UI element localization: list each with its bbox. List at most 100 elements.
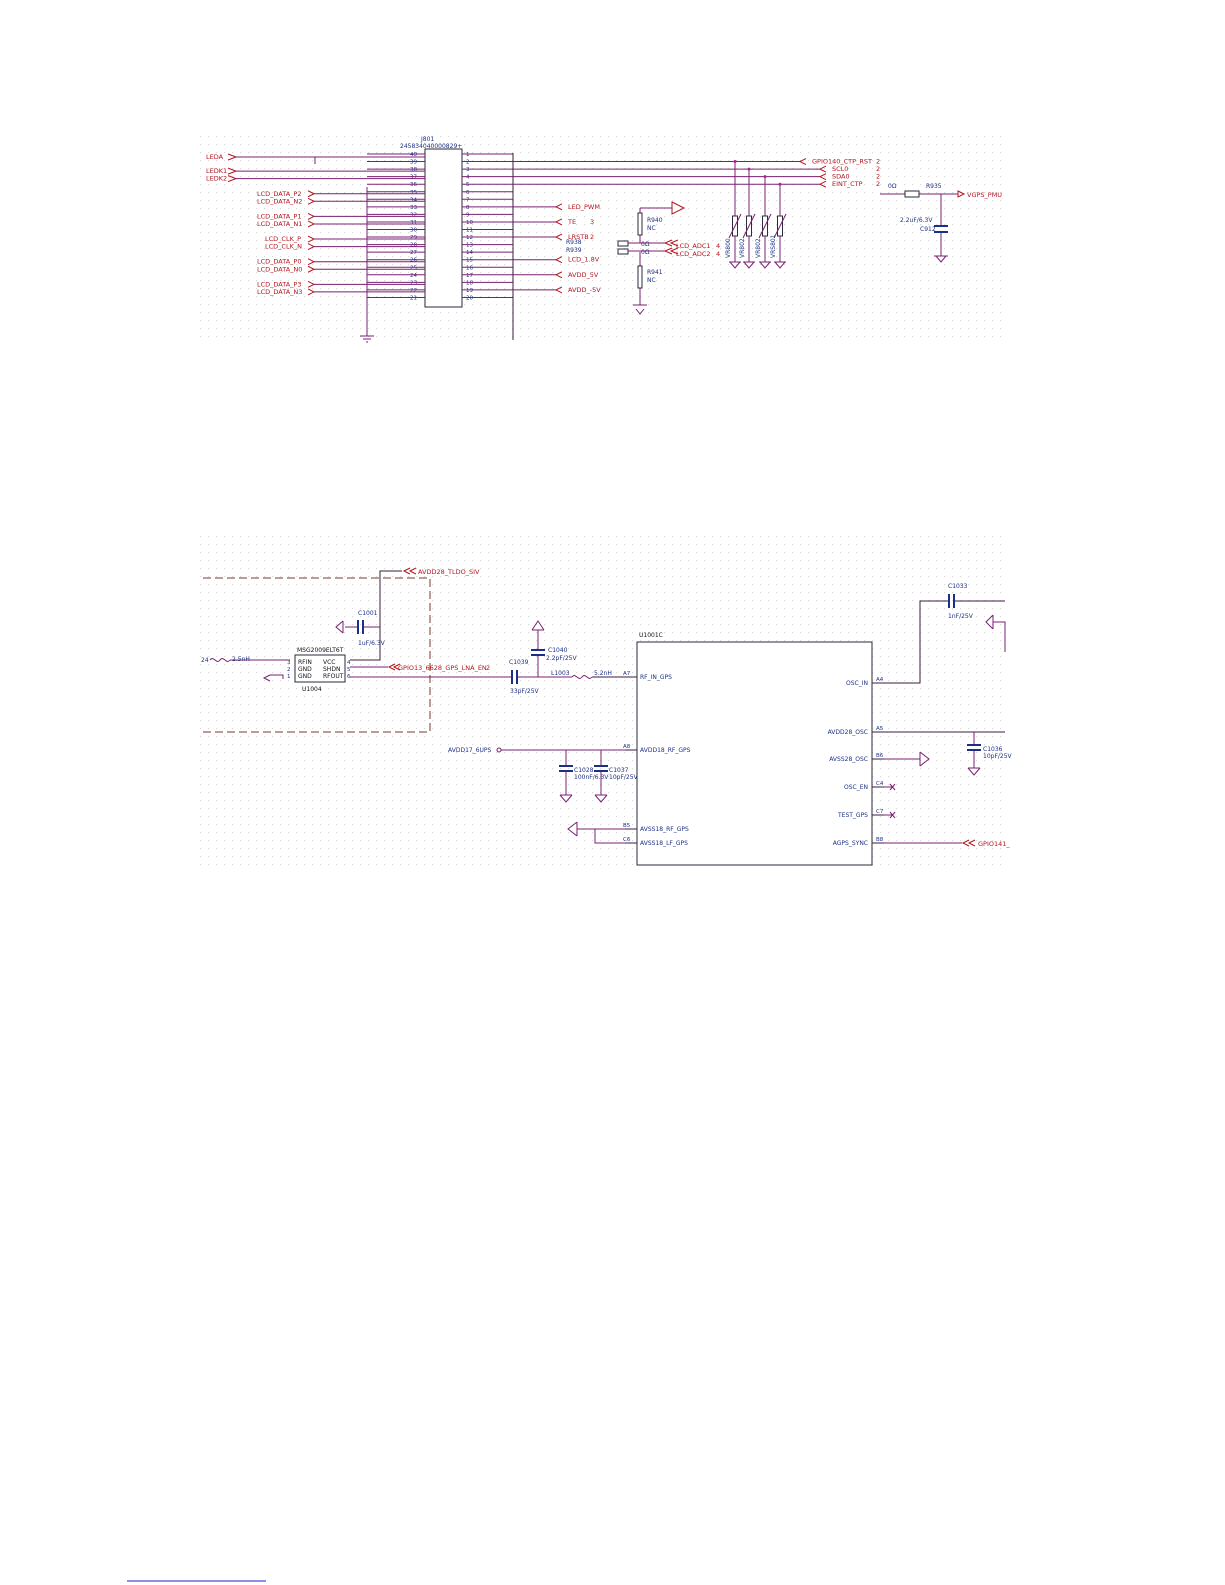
varistor-slash [728,213,742,239]
l1003-ref: L1003 [551,670,570,677]
c1001-ref: C1001 [358,610,378,617]
varistor-ground [729,261,741,269]
varistor-slash [742,213,756,239]
u1004-left-pin-name: GND [298,666,312,673]
connector-ref: J801 [420,136,434,143]
r939-body [617,248,629,255]
u1004-left-pin-num: 1 [287,674,291,680]
c1036-value: 10pF/25V [983,753,1013,760]
right-net-label: LED_PWM [568,203,600,211]
r941-ref: R941 [647,269,663,276]
connector-left-pin-num: 34 [410,197,417,203]
left-net-label: LCD_CLK_P [265,235,301,243]
u1004-body [294,654,346,683]
varistor-ref: VR800 [725,238,732,258]
right-net-label: LCD_1.8V [568,256,600,264]
r941-value: NC [647,277,656,284]
r939-value: 0Ω [641,249,650,256]
c912-ground [934,255,948,263]
u1001-left-pin-num: A8 [623,744,631,750]
decoupling-leads [565,750,602,795]
connector-left-pin-num: 37 [410,175,417,181]
vgps-filter: 0Ω R935 VGPS_PMU 2.2uF/6.3V C912 [880,183,1002,263]
left-net-label: LCD_DATA_N2 [257,197,302,205]
u1004-right-pin-name: SHDN [323,666,340,673]
connector-left-pin-num: 40 [410,152,417,158]
lna-en-arrow [387,663,401,671]
right-net-label: EINT_CTP [832,180,863,188]
u1001-right-pin-name: AGPS_SYNC [833,840,868,847]
c1028-value: 100nF/6.3V [574,774,609,781]
c1001-ground [335,620,344,634]
connector-left-pin-num: 24 [410,273,417,279]
r939-ref: R939 [566,247,582,254]
u1001-left-pin-num: A7 [623,671,631,677]
varistor-array: VR800 VR802 VR802 VRS801 [725,160,787,269]
c1040-ground [531,620,545,631]
u1001-right-pin-num: A5 [876,726,884,732]
left-ground-symbol [360,335,374,343]
connector-right-pin-num: 14 [466,250,473,256]
osc-en-noconnect [884,783,896,791]
left-net-label: LEDK1 [206,167,227,175]
right-net-sheet: 2 [876,165,880,173]
panel2-grid [200,536,1005,866]
right-net-arrow [818,173,827,181]
r940-body [637,212,643,236]
lcd-connector-schematic: J801 245834040000829+ 403938373635343332… [200,133,1005,343]
panel1-grid [200,133,1005,339]
varistor-ref: VR802 [755,238,762,258]
avdd28-label: AVDD28_TLDO_SIV [418,568,480,576]
connector-left-pin-num: 21 [410,295,417,301]
r935-ref: R935 [926,183,942,190]
u1001-left-pin-name: AVSS18_RF_GPS [640,826,689,833]
right-net-sheet: 2 [876,173,880,181]
u1001-right-pin-name: AVSS28_OSC [829,756,868,763]
left-net-label: LEDK2 [206,175,227,183]
u1001c-ref: U1001C [639,632,663,639]
right-net-label: LRSTB [568,233,589,241]
adc2-sheet: 4 [716,250,720,258]
right-net-sheet: 3 [590,218,594,226]
right-net-arrow [818,165,827,173]
c1036-body [967,744,981,751]
varistor-ground [759,261,771,269]
varistor-ref: VRS801 [770,234,777,258]
c1001-body [357,620,364,634]
connector-right-pin-num: 11 [466,228,473,234]
r940-ref: R940 [647,217,663,224]
varistor-ref: VR802 [739,238,746,258]
lna-en-label: GPIO13_6628_GPS_LNA_EN [398,664,487,672]
connector-j801: J801 245834040000829+ 403938373635343332… [367,136,513,308]
lna-en-sheet: 2 [486,664,490,672]
connector-right-pin-num: 15 [466,258,473,264]
u1001-right-pin-name: AVDD28_OSC [828,729,868,736]
input-label: 24 [201,657,209,664]
connector-right-pin-num: 16 [466,265,473,271]
u1001-right-pin-num: C4 [876,781,884,787]
vgps-arrow [957,190,966,198]
connector-left-pin-num: 23 [410,280,417,286]
decoupling-caps [559,765,608,772]
junction-dot [778,182,782,186]
c912-value: 2.2uF/6.3V [900,217,933,224]
adc-wires [628,242,665,252]
u1001-right-pin-num: B8 [876,837,884,843]
c1028-ref: C1028 [574,767,594,774]
c1040-body [531,649,545,656]
u1001-right-pin-name: OSC_EN [844,784,868,791]
u1001-right-pin-num: A4 [876,677,884,683]
u1004-right-pin-name: VCC [323,659,335,666]
avss-ground-wire [577,828,625,844]
right-net-arrow [798,158,807,165]
connector-left-pin-num: 28 [410,243,417,249]
u1001-left-pin-name: RF_IN_GPS [640,674,672,681]
lna-shield-outline [203,577,431,733]
input-inductor-symbol [209,658,231,662]
gpio141-label: GPIO141_ [978,840,1010,848]
